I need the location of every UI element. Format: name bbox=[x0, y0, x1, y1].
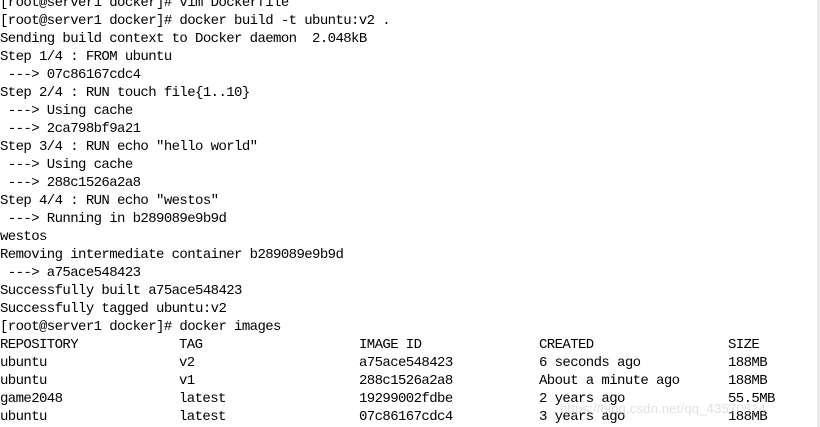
cell-tag: latest bbox=[179, 391, 226, 407]
terminal-line: Successfully tagged ubuntu:v2 bbox=[0, 301, 227, 317]
header-size: SIZE bbox=[728, 337, 760, 353]
terminal-line: ---> 2ca798bf9a21 bbox=[0, 121, 141, 137]
cell-repository: ubuntu bbox=[0, 373, 47, 389]
terminal-line: ---> a75ace548423 bbox=[0, 265, 141, 281]
table-row: ubuntu latest 07c86167cdc4 3 years ago 1… bbox=[0, 408, 820, 426]
table-row: ubuntu v1 288c1526a2a8 About a minute ag… bbox=[0, 372, 820, 390]
terminal-line: [root@server1 docker]# docker build -t u… bbox=[0, 13, 391, 29]
cell-tag: v1 bbox=[179, 373, 195, 389]
header-tag: TAG bbox=[179, 337, 203, 353]
table-row: ubuntu v2 a75ace548423 6 seconds ago 188… bbox=[0, 354, 820, 372]
cell-repository: ubuntu bbox=[0, 355, 47, 371]
cell-repository: ubuntu bbox=[0, 409, 47, 425]
cell-created: 6 seconds ago bbox=[539, 355, 641, 371]
terminal-line: ---> Using cache bbox=[0, 103, 133, 119]
terminal-line: [root@server1 docker]# vim Dockerfile bbox=[0, 0, 289, 11]
terminal-scrollbar[interactable] bbox=[817, 0, 820, 427]
terminal-prompt-line: [root@server1 docker]# docker images bbox=[0, 319, 281, 335]
terminal-line: Step 4/4 : RUN echo "westos" bbox=[0, 193, 219, 209]
terminal-line: Step 2/4 : RUN touch file{1..10} bbox=[0, 85, 250, 101]
cell-tag: v2 bbox=[179, 355, 195, 371]
cell-image-id: 07c86167cdc4 bbox=[359, 409, 453, 425]
header-image-id: IMAGE ID bbox=[359, 337, 422, 353]
terminal-line: ---> Using cache bbox=[0, 157, 133, 173]
table-row: game2048 latest 19299002fdbe 2 years ago… bbox=[0, 390, 820, 408]
cell-created: 3 years ago bbox=[539, 409, 625, 425]
cell-created: 2 years ago bbox=[539, 391, 625, 407]
terminal-line: Sending build context to Docker daemon 2… bbox=[0, 31, 367, 47]
terminal-line: ---> 07c86167cdc4 bbox=[0, 67, 141, 83]
cell-size: 188MB bbox=[728, 409, 768, 425]
terminal-line: Removing intermediate container b289089e… bbox=[0, 247, 344, 263]
terminal-line: westos bbox=[0, 229, 47, 245]
header-repository: REPOSITORY bbox=[0, 337, 79, 353]
cell-repository: game2048 bbox=[0, 391, 63, 407]
cell-image-id: 19299002fdbe bbox=[359, 391, 453, 407]
cell-image-id: 288c1526a2a8 bbox=[359, 373, 453, 389]
terminal-line: Successfully built a75ace548423 bbox=[0, 283, 242, 299]
images-table-header: REPOSITORY TAG IMAGE ID CREATED SIZE bbox=[0, 336, 820, 354]
cell-size: 55.5MB bbox=[728, 391, 775, 407]
cell-image-id: a75ace548423 bbox=[359, 355, 453, 371]
cell-size: 188MB bbox=[728, 355, 768, 371]
terminal-line: Step 3/4 : RUN echo "hello world" bbox=[0, 139, 258, 155]
header-created: CREATED bbox=[539, 337, 594, 353]
terminal-line: Step 1/4 : FROM ubuntu bbox=[0, 49, 172, 65]
cell-size: 188MB bbox=[728, 373, 768, 389]
terminal-line: ---> 288c1526a2a8 bbox=[0, 175, 141, 191]
terminal-line: ---> Running in b289089e9b9d bbox=[0, 211, 227, 227]
cell-tag: latest bbox=[179, 409, 226, 425]
cell-created: About a minute ago bbox=[539, 373, 680, 389]
